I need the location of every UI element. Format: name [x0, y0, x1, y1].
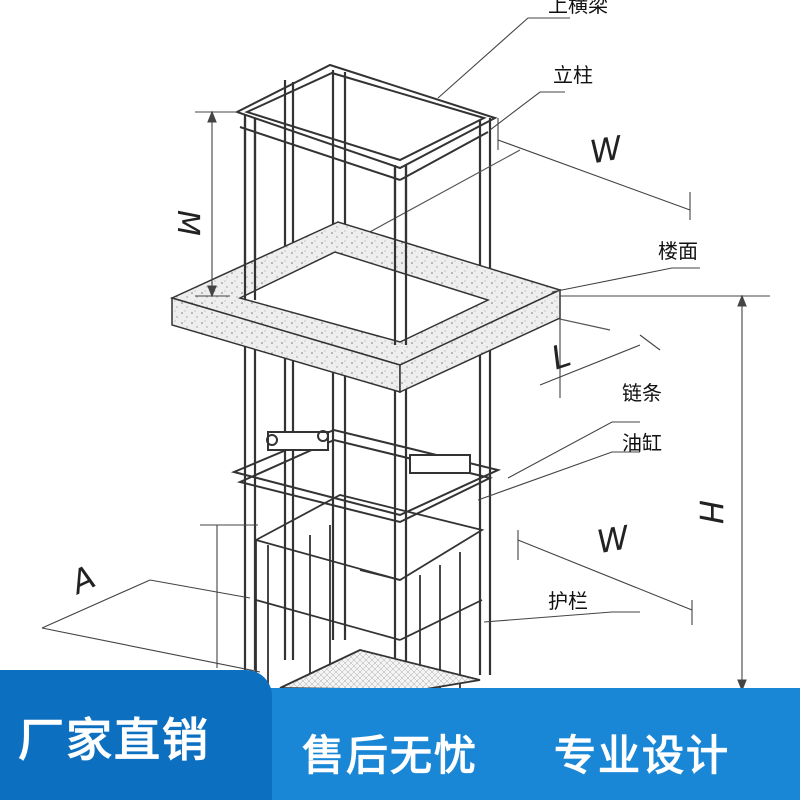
columns-front [243, 118, 408, 345]
banner-tag [0, 670, 272, 800]
banner-tag-text: 厂家直销 [18, 713, 210, 767]
dim-a: A [63, 558, 101, 603]
label-top-beam: 上横梁 [548, 0, 608, 17]
dim-w-top: W [587, 128, 626, 171]
dim-w-bottom: W [594, 518, 633, 561]
label-chain: 链条 [622, 381, 662, 405]
label-railing: 护栏 [548, 589, 588, 613]
top-frame [234, 63, 498, 181]
leader-lines [437, 17, 700, 623]
banner-slogan-1: 售后无忧 [302, 731, 479, 780]
dimension-lines [41, 110, 770, 690]
label-floor: 楼面 [658, 239, 698, 263]
dim-l: L [547, 336, 576, 378]
lift-diagram: 上横梁 立柱 楼面 链条 油缸 护栏 W M L H W A [41, 0, 770, 690]
carriage-frame [230, 428, 502, 524]
label-cylinder: 油缸 [622, 431, 662, 455]
dim-m: M [170, 210, 205, 236]
dim-h: H [692, 500, 730, 524]
banner-slogan-2: 专业设计 [554, 731, 731, 780]
label-column: 立柱 [553, 63, 593, 87]
floor-slab [169, 221, 563, 394]
platform-car [253, 494, 485, 690]
